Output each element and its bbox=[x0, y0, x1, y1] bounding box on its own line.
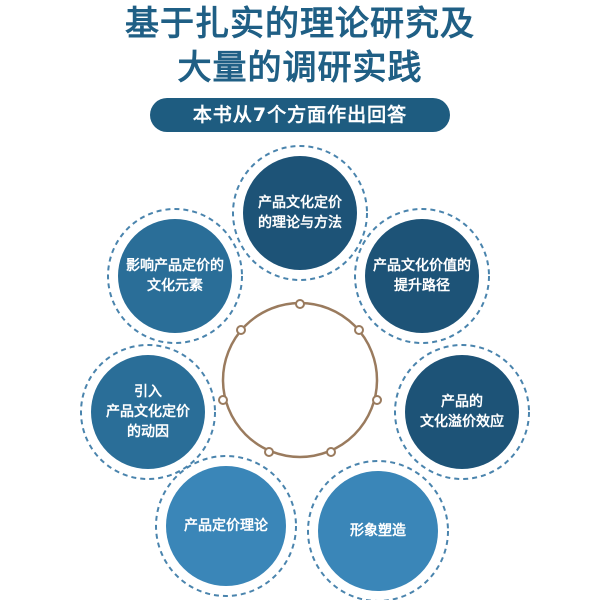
node-label-pricing-theory: 产品定价理论 bbox=[184, 518, 268, 534]
connector-dot bbox=[218, 395, 228, 405]
node-pricing-theory-fill bbox=[166, 466, 286, 586]
connector-dot bbox=[236, 325, 246, 335]
node-image-shaping-fill bbox=[318, 471, 438, 591]
node-label-theory-methods: 产品文化定价 的理论与方法 bbox=[258, 195, 342, 231]
node-label-value-path: 产品文化价值的 提升路径 bbox=[373, 258, 471, 294]
connector-dot bbox=[354, 325, 364, 335]
node-motivation bbox=[80, 344, 216, 480]
node-value-path bbox=[354, 208, 490, 344]
node-image-shaping bbox=[307, 460, 449, 600]
node-label-image-shaping: 形象塑造 bbox=[350, 523, 406, 539]
connector-dots bbox=[218, 299, 382, 457]
connector-dot bbox=[326, 447, 336, 457]
node-label-motivation: 引入 产品文化定价 的动因 bbox=[106, 384, 190, 440]
node-value-path-fill bbox=[365, 219, 479, 333]
node-label-cultural-elements: 影响产品定价的 文化元素 bbox=[126, 258, 224, 294]
node-theory-methods-fill bbox=[243, 156, 357, 270]
node-premium-effect bbox=[394, 344, 530, 480]
center-ring bbox=[221, 301, 379, 459]
connector-dot bbox=[372, 395, 382, 405]
topic-nodes bbox=[80, 145, 530, 600]
node-cultural-elements bbox=[107, 208, 243, 344]
node-cultural-elements-fill bbox=[118, 219, 232, 333]
subtitle-banner: 本书从7个方面作出回答 bbox=[150, 98, 450, 132]
connector-dot bbox=[264, 447, 274, 457]
node-pricing-theory bbox=[155, 455, 297, 597]
node-label-premium-effect: 产品的 文化溢价效应 bbox=[420, 394, 504, 430]
node-premium-effect-fill bbox=[405, 355, 519, 469]
node-theory-methods bbox=[232, 145, 368, 281]
node-motivation-fill bbox=[91, 355, 205, 469]
page-title-line-1: 基于扎实的理论研究及 bbox=[125, 4, 475, 44]
connector-dot bbox=[295, 299, 305, 309]
page-title-line-2: 大量的调研实践 bbox=[177, 48, 423, 88]
